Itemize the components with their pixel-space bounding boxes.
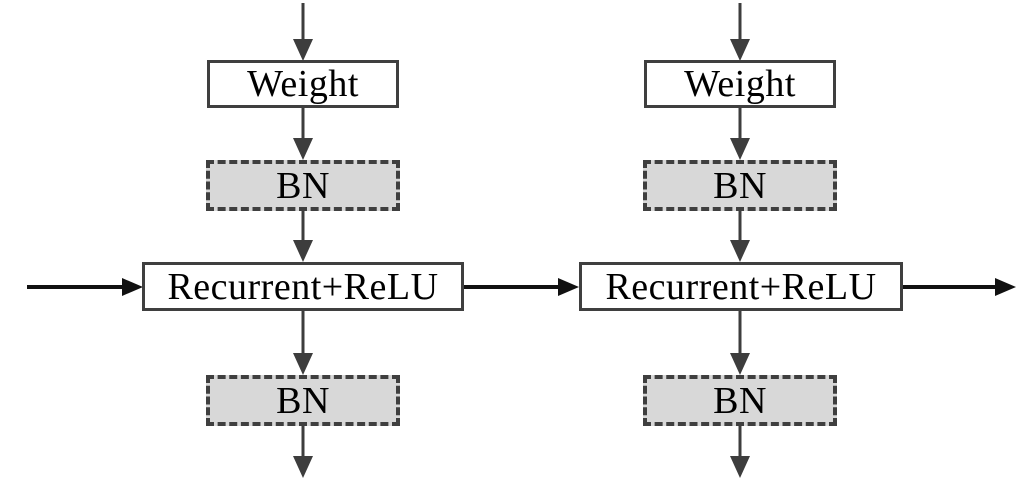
- bn-bottom-box-block-1: BN: [206, 375, 400, 426]
- recurrent-relu-box-block-1: Recurrent+ReLU: [142, 262, 464, 311]
- weight-box-block-1: Weight: [207, 60, 399, 108]
- bn-bottom-label-block-1: BN: [276, 379, 330, 422]
- recurrent-to-bn-arrow-block-1: [293, 311, 313, 375]
- input-arrow-block-2: [730, 3, 750, 61]
- recurrent-relu-label-block-1: Recurrent+ReLU: [167, 265, 439, 308]
- weight-label-block-1: Weight: [247, 63, 359, 105]
- recurrent-to-bn-arrow-block-2: [730, 311, 750, 375]
- input-arrow-block-1: [293, 3, 313, 61]
- bn-top-box-block-2: BN: [643, 160, 837, 211]
- output-arrow-block-1: [293, 426, 313, 478]
- bn-bottom-label-block-2: BN: [713, 379, 767, 422]
- weight-box-block-2: Weight: [644, 60, 836, 108]
- weight-label-block-2: Weight: [684, 63, 796, 105]
- recurrent-relu-label-block-2: Recurrent+ReLU: [605, 265, 877, 308]
- recurrent-relu-box-block-2: Recurrent+ReLU: [579, 262, 903, 311]
- weight-to-bn-arrow-block-1: [293, 108, 313, 160]
- chain-input-arrow: [27, 278, 143, 296]
- bn-bottom-box-block-2: BN: [643, 375, 837, 426]
- bn-to-recurrent-arrow-block-2: [730, 211, 750, 262]
- chain-output-arrow: [903, 278, 1016, 296]
- output-arrow-block-2: [730, 426, 750, 478]
- bn-top-box-block-1: BN: [206, 160, 400, 211]
- bn-top-label-block-2: BN: [713, 164, 767, 207]
- bn-top-label-block-1: BN: [276, 164, 330, 207]
- weight-to-bn-arrow-block-2: [730, 108, 750, 160]
- chain-link-arrow: [464, 278, 579, 296]
- bn-to-recurrent-arrow-block-1: [293, 211, 313, 262]
